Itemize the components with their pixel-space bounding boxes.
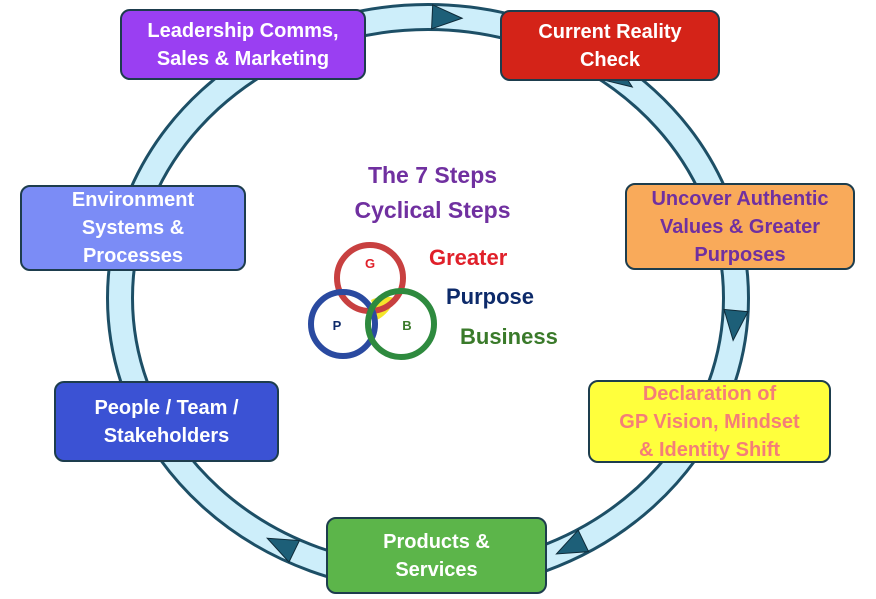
step-uncover-authentic-values: Uncover Authentic Values & Greater Purpo…: [625, 183, 855, 270]
step-current-reality-check: Current Reality Check: [500, 10, 720, 81]
logo-letter-p: P: [333, 318, 342, 333]
step-declaration-gp-vision: Declaration of GP Vision, Mindset & Iden…: [588, 380, 831, 463]
logo-circle-b: [365, 288, 437, 360]
logo-circle-g: [334, 242, 406, 314]
step-products-services: Products & Services: [326, 517, 547, 594]
cycle-arrow-icon: [723, 308, 749, 342]
logo-word-business: Business: [460, 324, 558, 349]
logo-word-greater: Greater: [429, 245, 508, 270]
step-people-team-stakeholders: People / Team / Stakeholders: [54, 381, 279, 462]
cycle-arrow-icon: [431, 4, 464, 30]
diagram-title: The 7 Steps Cyclical Steps: [354, 162, 511, 223]
logo-letter-b: B: [402, 318, 411, 333]
logo-letter-g: G: [365, 256, 375, 271]
logo-circle-p: [308, 289, 378, 359]
logo-word-purpose: Purpose: [446, 284, 535, 309]
cycle-arrow-icon: [555, 529, 590, 555]
step-leadership-comms: Leadership Comms, Sales & Marketing: [120, 9, 366, 80]
step-environment-systems: Environment Systems & Processes: [20, 185, 246, 271]
cycle-arrow-icon: [265, 537, 301, 564]
gpb-logo: G P B: [308, 242, 437, 360]
